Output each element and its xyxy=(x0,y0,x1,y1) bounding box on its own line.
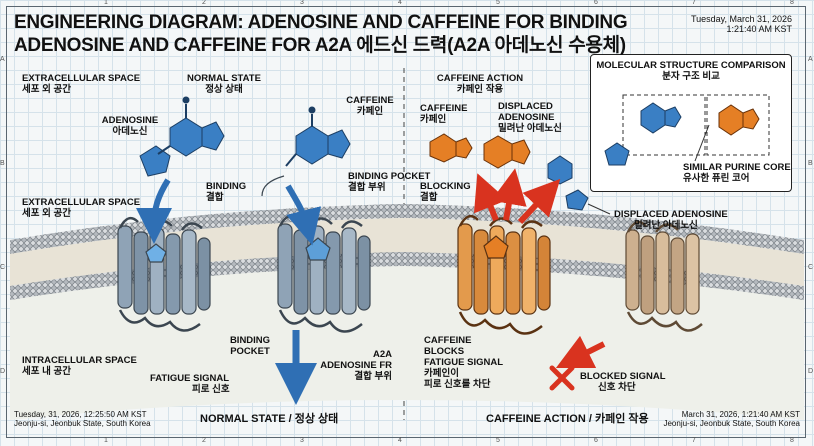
grid-tick-col-4-top: 4 xyxy=(398,0,402,6)
leader-displaced xyxy=(587,203,611,215)
membrane-tails xyxy=(10,218,804,286)
grid-tick-row-C-left: C xyxy=(0,264,6,271)
grid-tick-row-C-right: C xyxy=(808,264,814,271)
arrow-red-3 xyxy=(517,178,561,225)
grid-tick-col-3-bottom: 3 xyxy=(300,437,304,444)
receptor-right-blocked xyxy=(457,214,551,335)
blocked-x-icon xyxy=(549,365,575,391)
grid-tick-col-8-top: 8 xyxy=(790,0,794,6)
membrane-outer-leaflet xyxy=(10,204,804,254)
receptor-left-1 xyxy=(117,216,211,332)
page-title-line1: ENGINEERING DIAGRAM: ADENOSINE AND CAFFE… xyxy=(14,12,628,33)
displaced-adenosine-molecule xyxy=(547,155,589,211)
adenosine-molecule xyxy=(139,96,225,177)
grid-tick-col-8-bottom: 8 xyxy=(790,437,794,444)
arrow-red-2 xyxy=(491,168,527,221)
inset-graphics xyxy=(604,94,770,166)
grid-tick-row-B-right: B xyxy=(808,160,813,167)
grid-tick-row-B-left: B xyxy=(0,160,5,167)
timestamp-top: Tuesday, March 31, 2026 1:21:40 AM KST xyxy=(690,14,792,35)
label-displaced-top: DISPLACED ADENOSINE 밀려난 아데노신 xyxy=(498,101,562,134)
page-title-line2: ADENOSINE AND CAFFEINE FOR A2A 에드신 드력(A2… xyxy=(14,35,626,56)
grid-tick-col-2-bottom: 2 xyxy=(202,437,206,444)
molecular-comparison-inset: MOLECULAR STRUCTURE COMPARISON 분자 구조 비교 … xyxy=(590,54,792,192)
inset-title: MOLECULAR STRUCTURE COMPARISON 분자 구조 비교 xyxy=(596,60,786,82)
caffeine-molecule-left xyxy=(285,106,351,167)
grid-tick-col-2-top: 2 xyxy=(202,0,206,6)
arrow-binding-1 xyxy=(136,178,173,244)
grid-tick-col-7-top: 7 xyxy=(692,0,696,6)
footer-right-title: CAFFEINE ACTION / 카페인 작용 xyxy=(486,413,649,425)
grid-tick-row-D-left: D xyxy=(0,368,6,375)
footer-left-meta: Tuesday, 31, 2026, 12:25:50 AM KST Jeonj… xyxy=(14,410,151,429)
arrow-red-1 xyxy=(473,173,508,222)
grid-tick-col-5-top: 5 xyxy=(496,0,500,6)
arrow-blocked xyxy=(555,335,606,369)
arrow-binding-2 xyxy=(285,184,322,246)
label-caffeine-blocks: CAFFEINE BLOCKS FATIGUE SIGNAL 카페인이 피로 신… xyxy=(424,335,503,390)
grid-tick-col-5-bottom: 5 xyxy=(496,437,500,444)
footer-left-title: NORMAL STATE / 정상 상태 xyxy=(200,413,339,425)
diagram-frame xyxy=(6,6,806,438)
grid-tick-col-7-bottom: 7 xyxy=(692,437,696,444)
grid-tick-col-1-bottom: 1 xyxy=(104,437,108,444)
grid-tick-col-3-top: 3 xyxy=(300,0,304,6)
grid-tick-col-6-top: 6 xyxy=(594,0,598,6)
grid-tick-row-A-left: A xyxy=(0,56,5,63)
caffeine-molecule-right-1 xyxy=(429,133,473,163)
leader-caffeine xyxy=(261,175,285,197)
receptor-right-tan xyxy=(625,220,703,332)
grid-tick-row-A-right: A xyxy=(808,56,813,63)
grid-tick-col-1-top: 1 xyxy=(104,0,108,6)
footer-right-meta: March 31, 2026, 1:21:40 AM KST Jeonju-si… xyxy=(663,410,800,429)
caffeine-molecule-right-2 xyxy=(483,135,531,169)
grid-tick-row-D-right: D xyxy=(808,368,814,375)
label-binding-pocket-bottom: BINDING POCKET xyxy=(229,335,271,357)
grid-tick-col-4-bottom: 4 xyxy=(398,437,402,444)
similar-core-label: SIMILAR PURINE CORE 유사한 퓨린 코어 xyxy=(683,162,791,184)
grid-tick-col-6-bottom: 6 xyxy=(594,437,598,444)
